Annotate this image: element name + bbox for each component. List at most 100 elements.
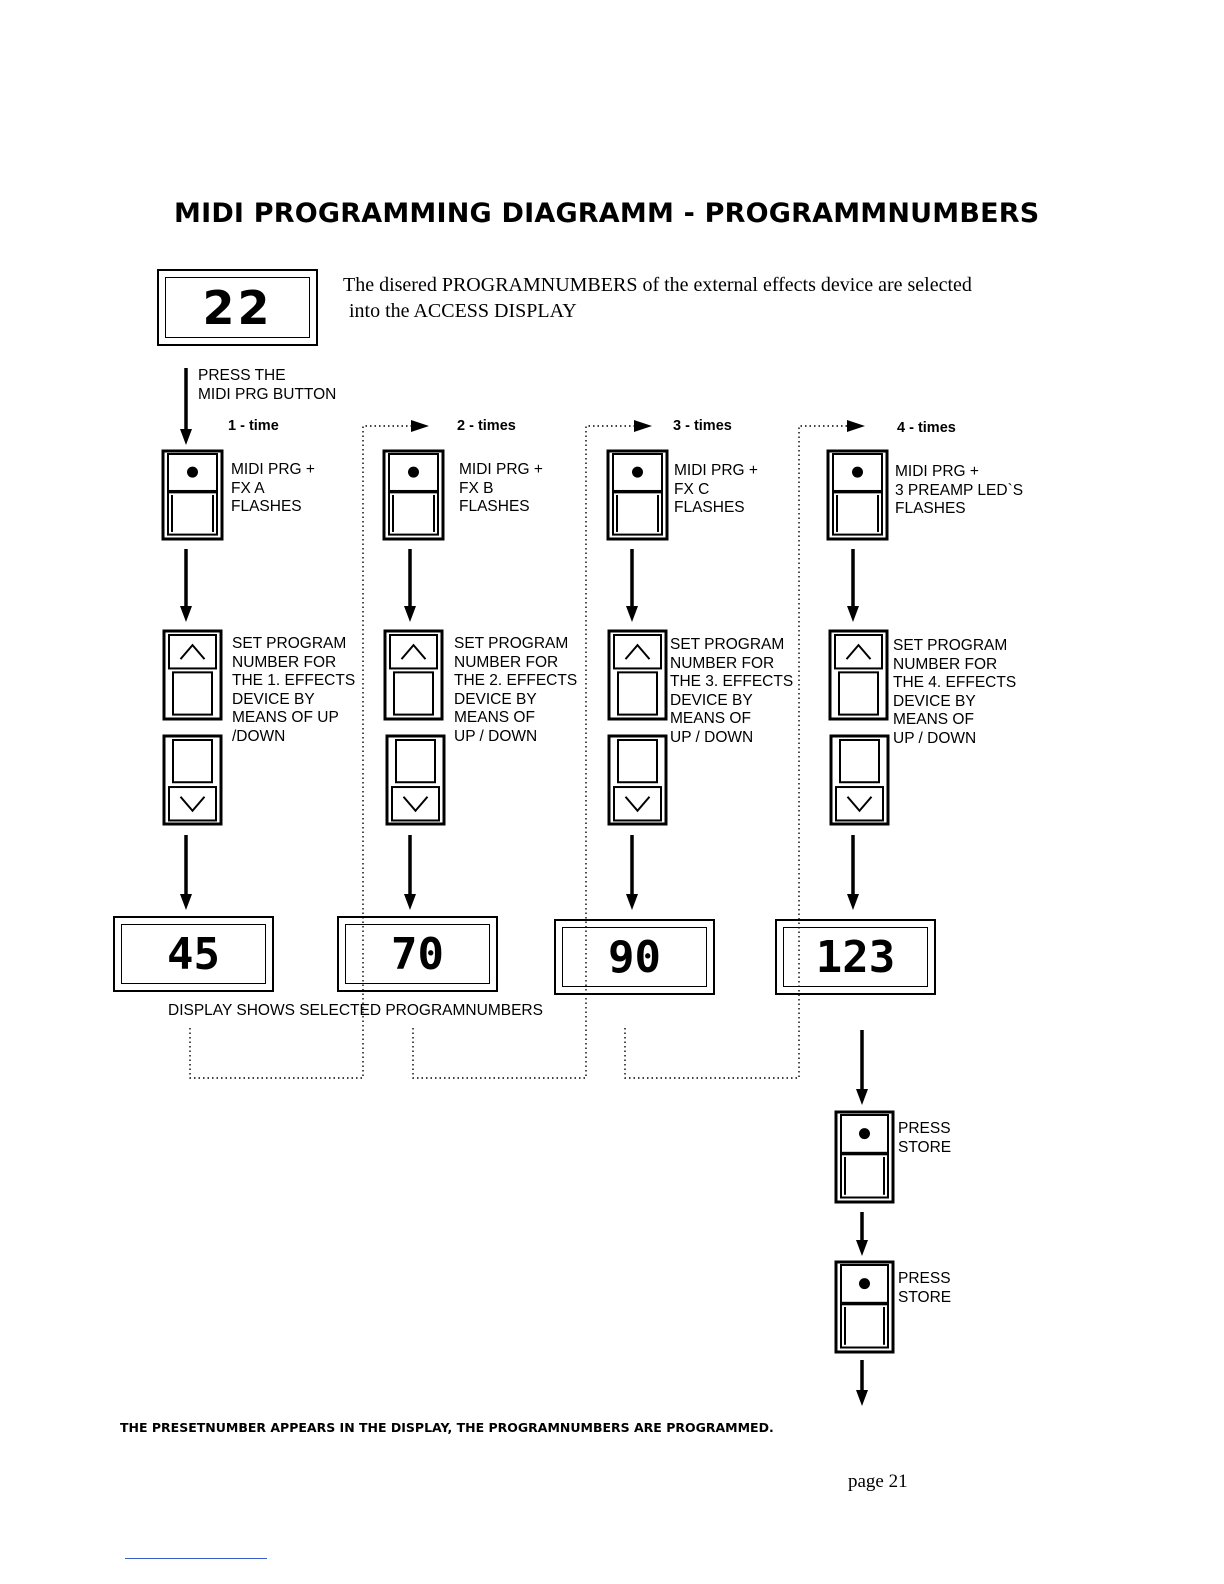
store-step-2-line-2: STORE	[898, 1288, 952, 1306]
set-program-label-3-line-4: DEVICE BY	[670, 691, 753, 709]
flash-label-3-line-1: MIDI PRG +	[674, 462, 758, 479]
press-label-line-2: MIDI PRG BUTTON	[198, 385, 337, 403]
set-program-label-4-line-5: MEANS OF	[893, 711, 974, 728]
loop-arrowhead-1	[411, 420, 429, 432]
set-program-label-2-line-2: NUMBER FOR	[454, 653, 559, 671]
down-button-2	[385, 734, 446, 826]
arrow-to-up-2	[404, 549, 416, 622]
set-program-label-4-line-1: SET PROGRAM	[893, 637, 1008, 654]
down-button-4	[829, 734, 890, 826]
flash-label-2-line-2: FX B	[459, 479, 494, 497]
up-button-1	[162, 629, 223, 721]
page-title: MIDI PROGRAMMING DIAGRAMM - PROGRAMMNUMB…	[174, 198, 1040, 229]
set-program-label-1-line-3: THE 1. EFFECTS	[232, 672, 356, 689]
midi-prg-button-2	[382, 449, 445, 541]
press-count-3: 3 - times	[673, 418, 732, 434]
set-program-label-1-line-4: DEVICE BY	[232, 690, 315, 708]
press-count-4: 4 - times	[897, 420, 956, 436]
page-number: page 21	[848, 1471, 908, 1492]
set-program-label-3-line-3: THE 3. EFFECTS	[670, 673, 794, 690]
program-display-2-value: 70	[345, 924, 490, 984]
flash-label-2-line-1: MIDI PRG +	[459, 461, 543, 478]
set-program-label-2-line-5: MEANS OF	[454, 709, 535, 726]
flash-label-1-line-1: MIDI PRG +	[231, 461, 315, 478]
program-display-3: 90	[554, 919, 715, 995]
intro-line-1: The disered PROGRAMNUMBERS of the extern…	[343, 274, 972, 296]
set-program-label-1-line-6: /DOWN	[232, 727, 286, 745]
arrow-to-display-2	[404, 835, 416, 910]
loop-path-1	[189, 425, 415, 1079]
arrow-final	[856, 1360, 868, 1406]
loop-path-2	[412, 425, 638, 1079]
flash-label-4-line-3: FLASHES	[895, 500, 966, 517]
display-caption: DISPLAY SHOWS SELECTED PROGRAMNUMBERS	[168, 1002, 543, 1019]
arrow-to-store-1	[856, 1030, 868, 1105]
arrow-to-up-1	[180, 549, 192, 622]
store-step-1-line-1: PRESS	[898, 1120, 951, 1137]
flash-label-3-line-3: FLASHES	[674, 499, 745, 516]
press-label-line-1: PRESS THE	[198, 367, 286, 384]
program-display-4: 123	[775, 919, 936, 995]
set-program-label-2-line-4: DEVICE BY	[454, 690, 537, 708]
flash-label-2-line-3: FLASHES	[459, 498, 530, 515]
footer-note: THE PRESETNUMBER APPEARS IN THE DISPLAY,…	[120, 1420, 774, 1435]
press-midi-prg-label: PRESS THE MIDI PRG BUTTON	[198, 367, 336, 404]
flash-label-1-line-2: FX A	[231, 479, 265, 497]
arrow-to-up-3	[626, 549, 638, 622]
set-program-label-3-line-5: MEANS OF	[670, 710, 751, 727]
up-button-2	[383, 629, 444, 721]
arrow-to-up-4	[847, 549, 859, 622]
store-step-2-line-1: PRESS	[898, 1270, 951, 1287]
arrow-to-store-2	[856, 1212, 868, 1256]
store-step-1-line-2: STORE	[898, 1138, 952, 1156]
set-program-label-1-line-1: SET PROGRAM	[232, 635, 347, 652]
intro-line-2: into the ACCESS DISPLAY	[349, 300, 577, 322]
midi-prg-button-4	[826, 449, 889, 541]
press-count-1: 1 - time	[228, 418, 279, 434]
set-program-label-4-line-2: NUMBER FOR	[893, 655, 998, 673]
set-program-label-3-line-6: UP / DOWN	[670, 728, 754, 746]
program-display-3-value: 90	[562, 927, 707, 987]
flash-label-4-line-1: MIDI PRG +	[895, 463, 979, 480]
flash-label-3-line-2: FX C	[674, 480, 710, 498]
down-button-1	[162, 734, 223, 826]
store-button-2	[834, 1260, 895, 1354]
set-program-label-3-line-2: NUMBER FOR	[670, 654, 775, 672]
press-count-2: 2 - times	[457, 418, 516, 434]
intro-text: The disered PROGRAMNUMBERS of the extern…	[343, 272, 1063, 324]
down-button-3	[607, 734, 668, 826]
program-display-4-value: 123	[783, 927, 928, 987]
store-step-2-label: PRESS STORE	[898, 1270, 951, 1307]
display-value: 22	[165, 277, 310, 338]
flash-label-4-line-2: 3 PREAMP LED`S	[895, 481, 1024, 499]
store-button-1	[834, 1110, 895, 1204]
set-program-label-1-line-2: NUMBER FOR	[232, 653, 337, 671]
flash-label-1-line-3: FLASHES	[231, 498, 302, 515]
loop-arrowhead-3	[847, 420, 865, 432]
midi-prg-button-1	[161, 449, 224, 541]
program-display-1: 45	[113, 916, 274, 992]
footnote-rule	[125, 1558, 267, 1559]
loop-arrowhead-2	[634, 420, 652, 432]
start-arrow	[180, 368, 192, 445]
program-display-2: 70	[337, 916, 498, 992]
access-display-initial: 22	[157, 269, 318, 346]
set-program-label-2-line-6: UP / DOWN	[454, 727, 538, 745]
midi-prg-button-3	[606, 449, 669, 541]
set-program-label-2-line-3: THE 2. EFFECTS	[454, 672, 578, 689]
program-display-1-value: 45	[121, 924, 266, 984]
set-program-label-4-line-4: DEVICE BY	[893, 692, 976, 710]
set-program-label-3-line-1: SET PROGRAM	[670, 636, 785, 653]
up-button-3	[607, 629, 668, 721]
set-program-label-4-line-6: UP / DOWN	[893, 729, 977, 747]
set-program-label-1-line-5: MEANS OF UP	[232, 709, 339, 726]
up-button-4	[828, 629, 889, 721]
